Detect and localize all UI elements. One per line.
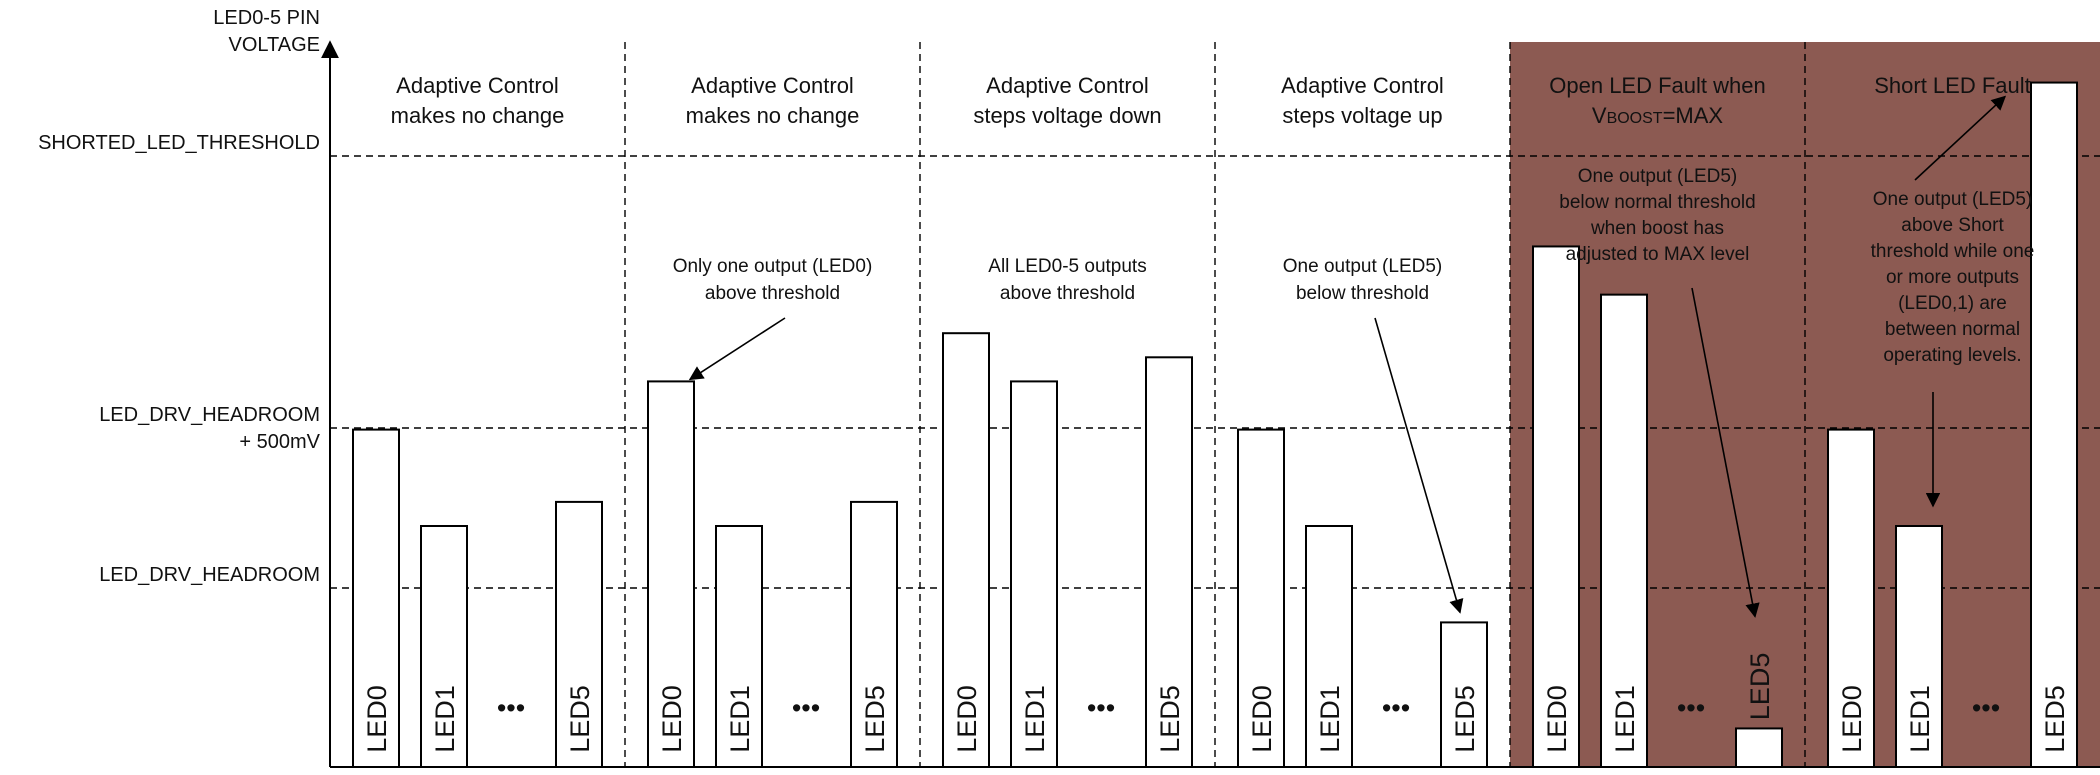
- led-bar-led0: [1237, 428, 1285, 768]
- annotation-text: adjusted to MAX level: [1566, 244, 1750, 265]
- bar-label-led1: LED1: [725, 685, 755, 753]
- panel-title: makes no change: [391, 103, 565, 128]
- ellipsis-dots: •••: [1382, 693, 1410, 723]
- bar-label-led1: LED1: [1020, 685, 1050, 753]
- annotation-text: above threshold: [705, 283, 840, 304]
- led-bar-led1: [1010, 380, 1058, 768]
- bar-label-led5: LED5: [565, 685, 595, 753]
- led-bar-led5: [2030, 81, 2078, 768]
- bar-label-led1: LED1: [430, 685, 460, 753]
- led-bar-led0: [942, 332, 990, 768]
- bar-label-led5: LED5: [860, 685, 890, 753]
- annotation-text: between normal: [1885, 319, 2020, 340]
- y-axis-title: LED0-5 PIN: [213, 7, 320, 29]
- annotation-arrow: [688, 317, 786, 381]
- bar-label-led1: LED1: [1905, 685, 1935, 753]
- panel-title-vboost: VBOOST=MAX: [1592, 103, 1724, 128]
- annotation-text: above threshold: [1000, 283, 1135, 304]
- ellipsis-dots: •••: [497, 693, 525, 723]
- led-bar-led1: [1895, 525, 1943, 768]
- bar-label-led5: LED5: [2040, 685, 2070, 753]
- annotation-text: One output (LED5): [1578, 166, 1737, 187]
- panel-title: makes no change: [686, 103, 860, 128]
- annotation-arrow: [1914, 95, 2007, 181]
- threshold-label-headroom500: LED_DRV_HEADROOM: [99, 404, 320, 426]
- led-bar-led5: [850, 500, 898, 768]
- annotation-text: below normal threshold: [1559, 192, 1755, 213]
- annotation-text: All LED0-5 outputs: [988, 256, 1146, 277]
- led-bar-led1: [420, 525, 468, 768]
- panel-title: Open LED Fault when: [1549, 73, 1765, 98]
- bar-label-led0: LED0: [362, 685, 392, 753]
- panel-title: steps voltage down: [973, 103, 1161, 128]
- bars-layer: [352, 81, 2078, 769]
- threshold-label-headroom: LED_DRV_HEADROOM: [99, 564, 320, 586]
- annotation-text: operating levels.: [1883, 345, 2021, 366]
- annotation-text: below threshold: [1296, 283, 1429, 304]
- bar-label-led0: LED0: [657, 685, 687, 753]
- led-bar-led1: [1305, 525, 1353, 768]
- annotation-text: when boost has: [1590, 218, 1724, 239]
- led-bar-led0: [1827, 428, 1875, 768]
- annotation-arrow: [1691, 287, 1760, 618]
- led-bar-led5: [1735, 727, 1783, 769]
- led-bar-led5: [1145, 356, 1193, 768]
- ellipsis-dots: •••: [1677, 693, 1705, 723]
- threshold-label-headroom500: + 500mV: [239, 431, 320, 453]
- led-bar-led5: [1440, 621, 1488, 769]
- led-bar-led5: [555, 500, 603, 768]
- annotation-text: (LED0,1) are: [1898, 293, 2007, 314]
- y-axis-title: VOLTAGE: [228, 34, 320, 56]
- bar-label-led0: LED0: [1247, 685, 1277, 753]
- led-bar-led0: [1532, 245, 1580, 768]
- annotation-arrow: [1374, 317, 1464, 614]
- bar-label-led0: LED0: [1837, 685, 1867, 753]
- panel-title: Short LED Fault: [1874, 73, 2031, 98]
- bar-label-led5: LED5: [1155, 685, 1185, 753]
- panel-title: Adaptive Control: [396, 73, 559, 98]
- ellipsis-dots: •••: [792, 693, 820, 723]
- ellipsis-dots: •••: [1087, 693, 1115, 723]
- led-bar-led0: [352, 428, 400, 768]
- bar-label-led1: LED1: [1315, 685, 1345, 753]
- annotation-text: above Short: [1901, 215, 2004, 236]
- bar-label-led0: LED0: [952, 685, 982, 753]
- bar-label-led1: LED1: [1610, 685, 1640, 753]
- annotation-text: One output (LED5): [1873, 189, 2032, 210]
- ellipsis-dots: •••: [1972, 693, 2000, 723]
- threshold-lines-layer: [321, 40, 2100, 768]
- bar-label-led0: LED0: [1542, 685, 1572, 753]
- annotation-text: threshold while one: [1871, 241, 2035, 262]
- led-bar-led1: [1600, 293, 1648, 768]
- panel-title: Adaptive Control: [986, 73, 1149, 98]
- panel-title: steps voltage up: [1282, 103, 1442, 128]
- annotation-text: or more outputs: [1886, 267, 2019, 288]
- annotation-text: Only one output (LED0): [673, 256, 873, 277]
- led-bar-led1: [715, 525, 763, 768]
- led-bar-led0: [647, 380, 695, 768]
- annotation-text: One output (LED5): [1283, 256, 1442, 277]
- bar-label-led5: LED5: [1745, 653, 1775, 721]
- bar-label-led5: LED5: [1450, 685, 1480, 753]
- arrows-layer: [688, 95, 2007, 618]
- threshold-label-shorted: SHORTED_LED_THRESHOLD: [38, 132, 320, 154]
- panel-title: Adaptive Control: [691, 73, 854, 98]
- text-layer: LED0-5 PIN VOLTAGE SHORTED_LED_THRESHOLD LE…: [38, 7, 2070, 753]
- panel-title: Adaptive Control: [1281, 73, 1444, 98]
